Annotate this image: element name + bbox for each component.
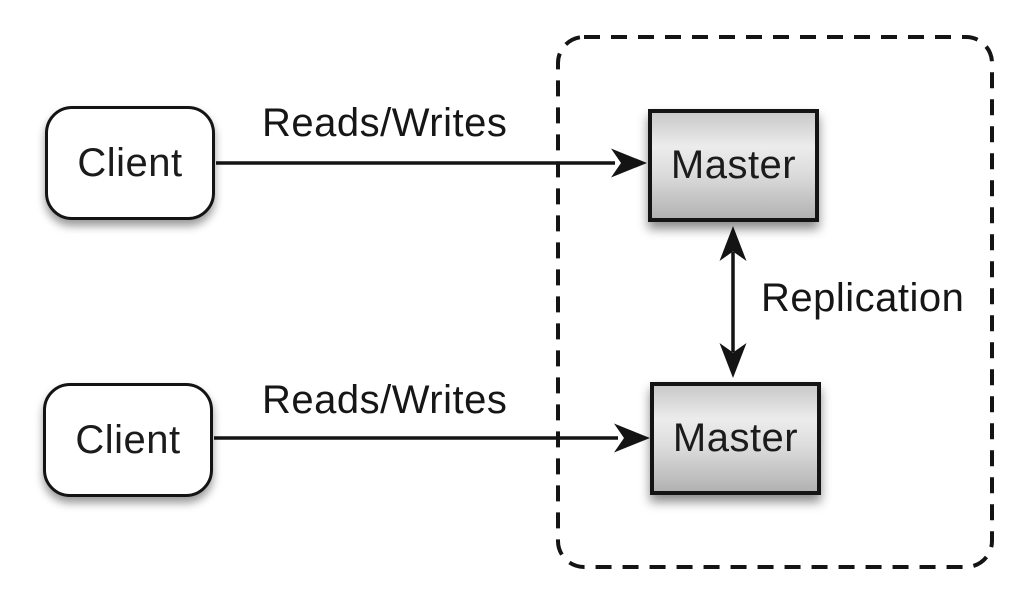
replication-group-boundary xyxy=(556,35,994,569)
master-node-top: Master xyxy=(648,109,819,222)
client-node-top: Client xyxy=(45,106,215,220)
master-node-top-label: Master xyxy=(670,143,797,187)
reads-writes-arrow-top xyxy=(216,148,647,178)
master-node-bottom: Master xyxy=(650,382,821,495)
reads-writes-label-bottom: Reads/Writes xyxy=(262,378,508,422)
reads-writes-arrow-bottom xyxy=(214,423,650,453)
client-node-bottom: Client xyxy=(43,383,213,497)
client-node-top-label: Client xyxy=(77,140,183,185)
master-node-bottom-label: Master xyxy=(672,416,799,460)
arrowhead-down-icon xyxy=(719,343,747,378)
arrowhead-right-icon xyxy=(611,148,647,178)
reads-writes-label-top: Reads/Writes xyxy=(262,101,508,145)
replication-arrow xyxy=(719,226,747,378)
replication-label: Replication xyxy=(761,276,965,320)
arrowhead-right-icon xyxy=(614,423,650,453)
arrowhead-up-icon xyxy=(719,226,747,261)
client-node-bottom-label: Client xyxy=(75,417,181,462)
